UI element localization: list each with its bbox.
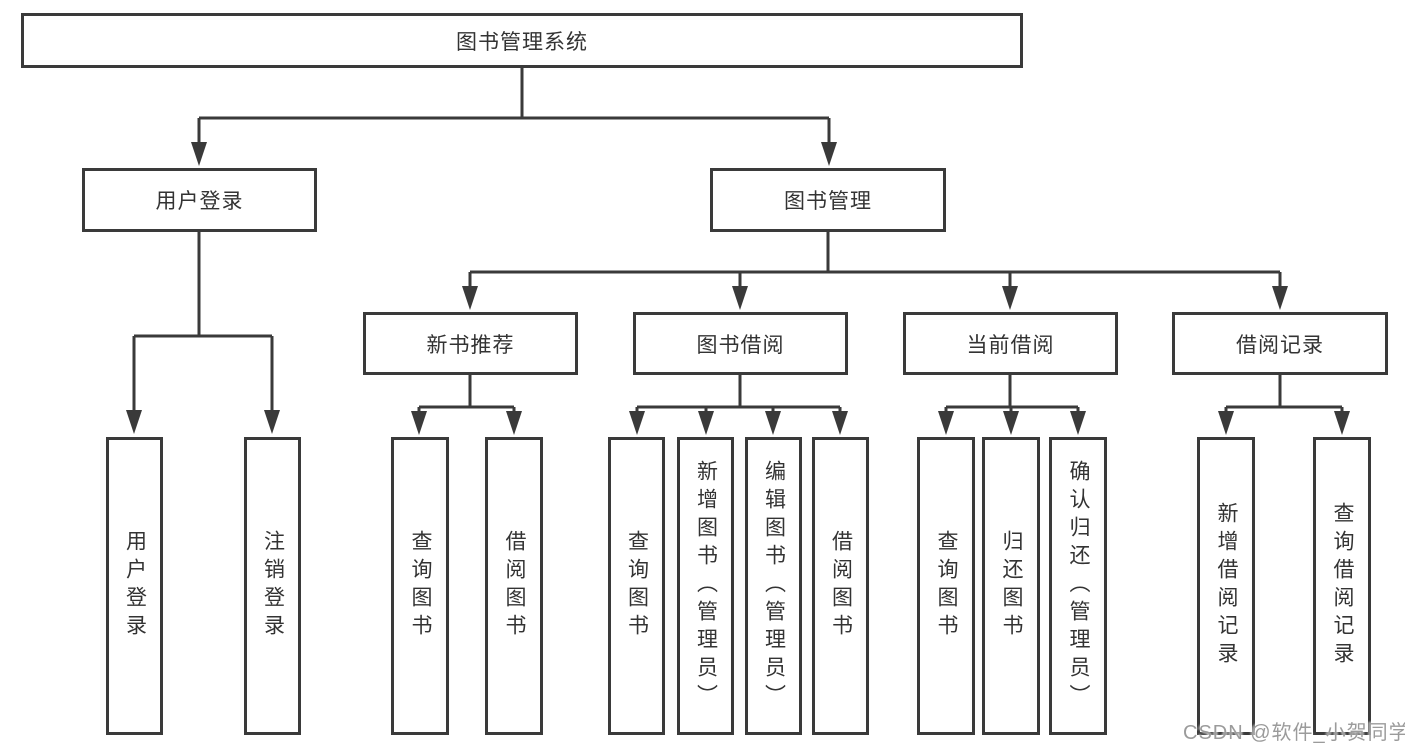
node-label: 查询图书 — [409, 530, 432, 642]
node-borrow-books-newbook: 借阅图书 — [485, 437, 543, 735]
node-label: 新书推荐 — [426, 333, 515, 357]
node-book-management: 图书管理 — [710, 168, 946, 232]
node-label: 新增借阅记录 — [1215, 502, 1238, 670]
node-query-books-newbook: 查询图书 — [391, 437, 449, 735]
node-query-books-current: 查询图书 — [917, 437, 975, 735]
node-add-borrow-record: 新增借阅记录 — [1197, 437, 1255, 735]
node-label: 借阅图书 — [503, 530, 526, 642]
watermark-text: CSDN @软件_小贺同学 — [1183, 722, 1405, 744]
node-label: 归还图书 — [1000, 530, 1023, 642]
node-logout-leaf: 注销登录 — [244, 437, 301, 735]
node-library-system-root: 图书管理系统 — [21, 13, 1023, 68]
node-label: 借阅图书 — [829, 530, 853, 642]
node-edit-books-admin: 编辑图书（管理员） — [745, 437, 802, 735]
node-confirm-return-admin: 确认归还（管理员） — [1049, 437, 1107, 735]
node-label: 图书管理 — [784, 190, 872, 213]
node-query-borrow-record: 查询借阅记录 — [1313, 437, 1371, 735]
node-label: 查询借阅记录 — [1331, 502, 1354, 670]
node-current-borrow: 当前借阅 — [903, 312, 1118, 375]
node-label: 编辑图书（管理员） — [762, 460, 786, 712]
node-label: 用户登录 — [123, 530, 147, 642]
node-label: 查询图书 — [625, 530, 649, 642]
node-borrow-books-leaf: 借阅图书 — [812, 437, 869, 735]
node-return-books: 归还图书 — [982, 437, 1040, 735]
node-label: 当前借阅 — [966, 333, 1055, 357]
node-label: 图书管理系统 — [456, 30, 588, 54]
node-label: 确认归还（管理员） — [1067, 460, 1090, 712]
node-query-books-borrow: 查询图书 — [608, 437, 665, 735]
node-label: 注销登录 — [261, 530, 285, 642]
node-label: 图书借阅 — [696, 333, 785, 357]
node-user-login: 用户登录 — [82, 168, 317, 232]
node-new-book-recommend: 新书推荐 — [363, 312, 578, 375]
node-user-login-leaf: 用户登录 — [106, 437, 163, 735]
node-label: 用户登录 — [155, 190, 244, 213]
node-borrow-records: 借阅记录 — [1172, 312, 1388, 375]
node-label: 新增图书（管理员） — [694, 460, 718, 712]
node-label: 借阅记录 — [1236, 333, 1324, 357]
node-label: 查询图书 — [935, 530, 958, 642]
node-book-borrow: 图书借阅 — [633, 312, 848, 375]
node-add-books-admin: 新增图书（管理员） — [677, 437, 734, 735]
